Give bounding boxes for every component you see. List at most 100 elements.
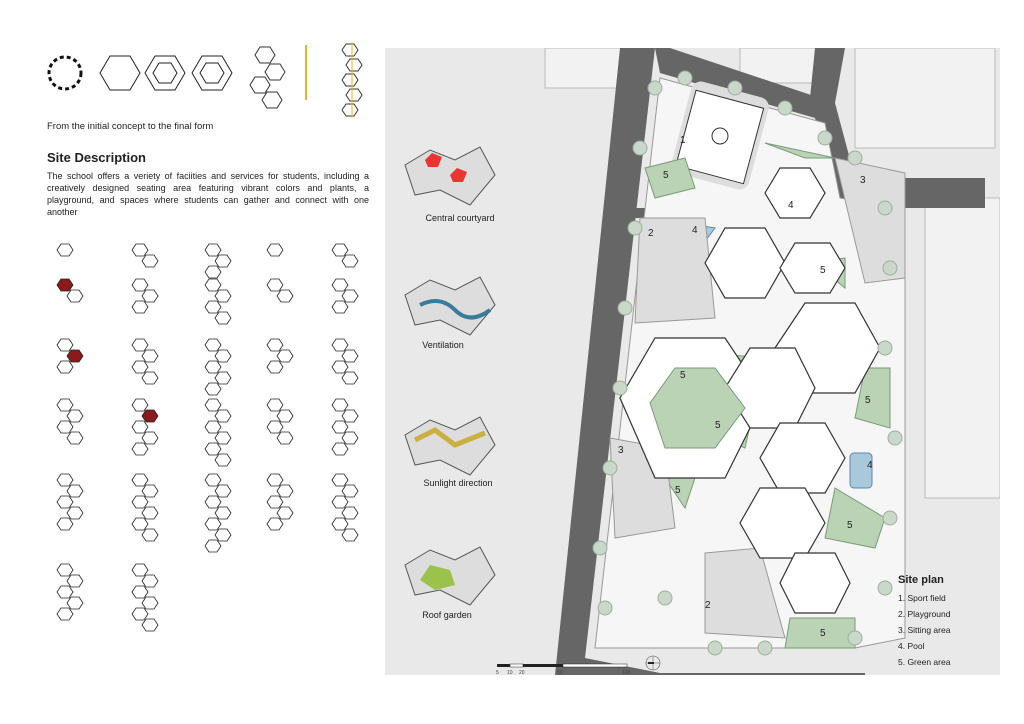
zone-number: 3 xyxy=(860,175,866,186)
concept-ring-icon xyxy=(47,55,83,91)
tree-icon xyxy=(647,80,663,96)
tree-icon xyxy=(757,640,773,656)
sport-field xyxy=(671,81,769,190)
site-description-text: The school offers a veriety of faciities… xyxy=(47,171,369,217)
tree-icon xyxy=(847,150,863,166)
legend-item: 2. Playground xyxy=(898,609,951,619)
double-hexagon-linked xyxy=(191,55,233,91)
site-plan-title: Site plan xyxy=(898,574,944,586)
roof-garden-diagram xyxy=(404,546,496,606)
legend-item: 1. Sport field xyxy=(898,593,946,603)
tree-icon xyxy=(602,460,618,476)
zone-number: 3 xyxy=(618,445,624,456)
tree-icon xyxy=(877,580,893,596)
central-courtyard xyxy=(649,367,746,449)
tree-icon xyxy=(817,130,833,146)
form-sketch xyxy=(131,398,159,456)
tree-icon xyxy=(877,340,893,356)
zone-number: 5 xyxy=(715,420,721,431)
tree-icon xyxy=(677,70,693,86)
form-sketch xyxy=(131,243,159,268)
site-plan-drawing: 1 2 2 3 3 4 4 4 5 5 5 5 5 5 5 5 5 10 20 … xyxy=(496,48,1000,675)
tree-icon xyxy=(592,540,608,556)
form-sketch xyxy=(204,338,232,396)
zone-number: 4 xyxy=(692,225,698,236)
double-hexagon xyxy=(144,55,186,91)
form-sketch xyxy=(266,473,294,531)
diagram-label: Roof garden xyxy=(422,610,472,620)
form-sketch xyxy=(266,278,294,303)
diagram-label: Sunlight direction xyxy=(423,478,493,488)
tree-icon xyxy=(882,260,898,276)
tree-icon xyxy=(882,510,898,526)
ventilation-diagram xyxy=(404,276,496,336)
form-sketch xyxy=(204,398,232,467)
zone-number: 5 xyxy=(680,370,686,381)
zone-number: 5 xyxy=(847,520,853,531)
form-sketch xyxy=(131,473,159,542)
concept-evolution-sketches xyxy=(47,42,363,118)
hexagon-chain xyxy=(341,42,363,118)
form-sketch xyxy=(266,338,294,374)
north-arrow-icon xyxy=(645,655,661,671)
tree-icon xyxy=(617,300,633,316)
zone-number: 5 xyxy=(865,395,871,406)
zone-number: 4 xyxy=(788,200,794,211)
zone-number: 4 xyxy=(867,460,873,471)
zone-number: 2 xyxy=(705,600,711,611)
scale-tick: 100 xyxy=(622,670,631,675)
form-sketch xyxy=(331,338,359,385)
axon-diagrams xyxy=(404,146,496,606)
hexagon-outline xyxy=(99,55,141,91)
form-sketch xyxy=(131,563,159,632)
site-plan-legend: Site plan 1. Sport field 2. Playground 3… xyxy=(898,572,950,670)
trees xyxy=(592,70,903,656)
form-sketch xyxy=(331,473,359,542)
diagram-label: Central courtyard xyxy=(425,213,495,223)
zone-number: 5 xyxy=(820,628,826,639)
zone-number: 5 xyxy=(675,485,681,496)
form-sketch xyxy=(131,338,159,385)
scale-tick: 50 xyxy=(557,670,563,675)
form-sketch xyxy=(266,398,294,445)
form-sketch xyxy=(56,398,84,445)
form-sketch xyxy=(56,563,84,621)
form-sketch xyxy=(204,243,232,279)
form-sketch xyxy=(56,473,84,531)
zone-number: 2 xyxy=(648,228,654,239)
form-sketch xyxy=(56,243,74,257)
zone-number: 5 xyxy=(663,170,669,181)
tree-icon xyxy=(612,380,628,396)
hexagon-cluster xyxy=(249,46,286,109)
legend-item: 4. Pool xyxy=(898,641,925,651)
scale-tick: 20 xyxy=(519,670,525,675)
tree-icon xyxy=(777,100,793,116)
site-description-title: Site Description xyxy=(47,150,146,165)
zone-number: 5 xyxy=(820,265,826,276)
zone-number: 1 xyxy=(680,135,686,146)
tree-icon xyxy=(627,220,643,236)
scale-bar: 5 10 20 50 100 xyxy=(496,663,631,675)
playground xyxy=(634,217,716,324)
tree-icon xyxy=(632,140,648,156)
tree-icon xyxy=(877,200,893,216)
form-sketch xyxy=(56,338,84,374)
tree-icon xyxy=(707,640,723,656)
form-sketch xyxy=(331,398,359,456)
sunlight-direction-diagram xyxy=(404,416,496,476)
form-sketch xyxy=(56,278,84,303)
scale-tick: 10 xyxy=(507,670,513,675)
central-courtyard-diagram xyxy=(404,146,496,206)
concept-caption: From the initial concept to the final fo… xyxy=(47,121,214,132)
form-sketch xyxy=(331,278,359,314)
form-sketch xyxy=(204,473,232,553)
sitting-area xyxy=(834,157,906,284)
playground-2 xyxy=(704,547,786,639)
form-sketch xyxy=(266,243,284,257)
tree-icon xyxy=(847,630,863,646)
legend-item: 5. Green area xyxy=(898,657,951,667)
form-sketch xyxy=(331,243,359,268)
tree-icon xyxy=(597,600,613,616)
diagram-label: Ventilation xyxy=(422,340,464,350)
form-sketch xyxy=(204,278,232,325)
